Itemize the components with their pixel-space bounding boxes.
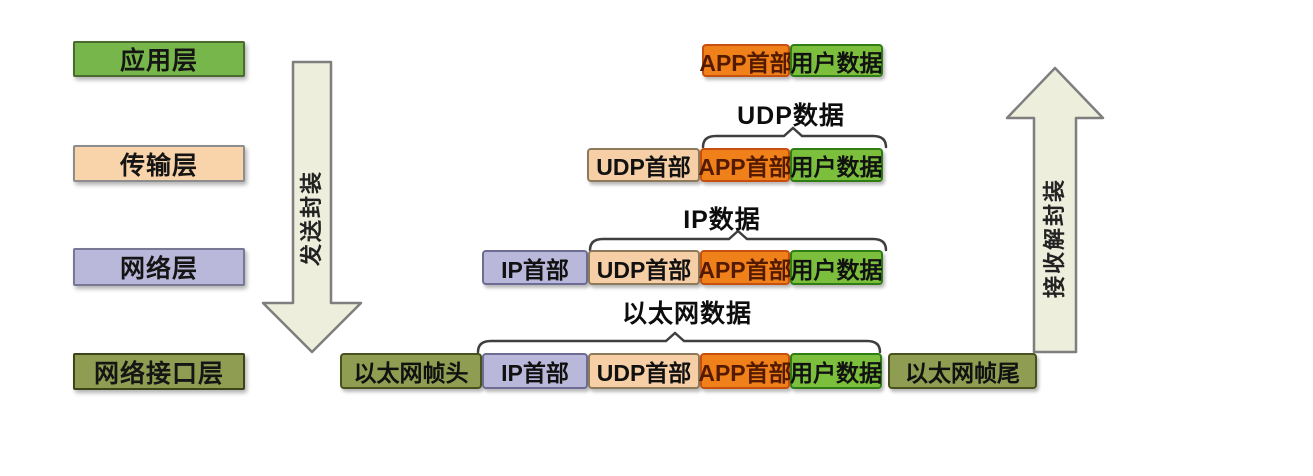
packet-row3-app-header: APP首部: [698, 250, 792, 285]
packet-row4-user-data: 用户数据: [790, 353, 882, 389]
send-arrow-label: 发送封装: [299, 170, 324, 267]
packet-row3-udp-header: UDP首部: [588, 250, 700, 285]
packet-row2-app-header: APP首部: [698, 148, 792, 182]
packet-row4-ip-header: IP首部: [482, 353, 588, 389]
packet-row4-eth-trailer: 以太网帧尾: [888, 353, 1037, 389]
packet-row1-user-data: 用户数据: [790, 44, 883, 77]
udp-data-label: UDP数据: [737, 102, 845, 130]
packet-row2-user-data: 用户数据: [790, 148, 883, 182]
packet-row2-udp-header: UDP首部: [587, 148, 700, 182]
brace-ethernet-data: [476, 331, 882, 354]
packet-row3-user-data: 用户数据: [790, 250, 883, 285]
layer-box-application: 应用层: [73, 41, 245, 77]
packet-row4-udp-header: UDP首部: [588, 353, 700, 389]
ip-data-label: IP数据: [683, 206, 761, 234]
packet-row3-ip-header: IP首部: [482, 250, 588, 285]
layer-box-network-interface: 网络接口层: [73, 353, 245, 390]
packet-row4-app-header: APP首部: [698, 353, 792, 389]
packet-row4-eth-header: 以太网帧头: [340, 353, 482, 389]
ethernet-data-label: 以太网数据: [621, 300, 752, 328]
packet-row1-app-header: APP首部: [699, 44, 793, 77]
layer-box-network: 网络层: [73, 248, 245, 286]
layer-box-transport: 传输层: [73, 145, 245, 182]
receive-arrow-label: 接收解封装: [1042, 178, 1067, 299]
